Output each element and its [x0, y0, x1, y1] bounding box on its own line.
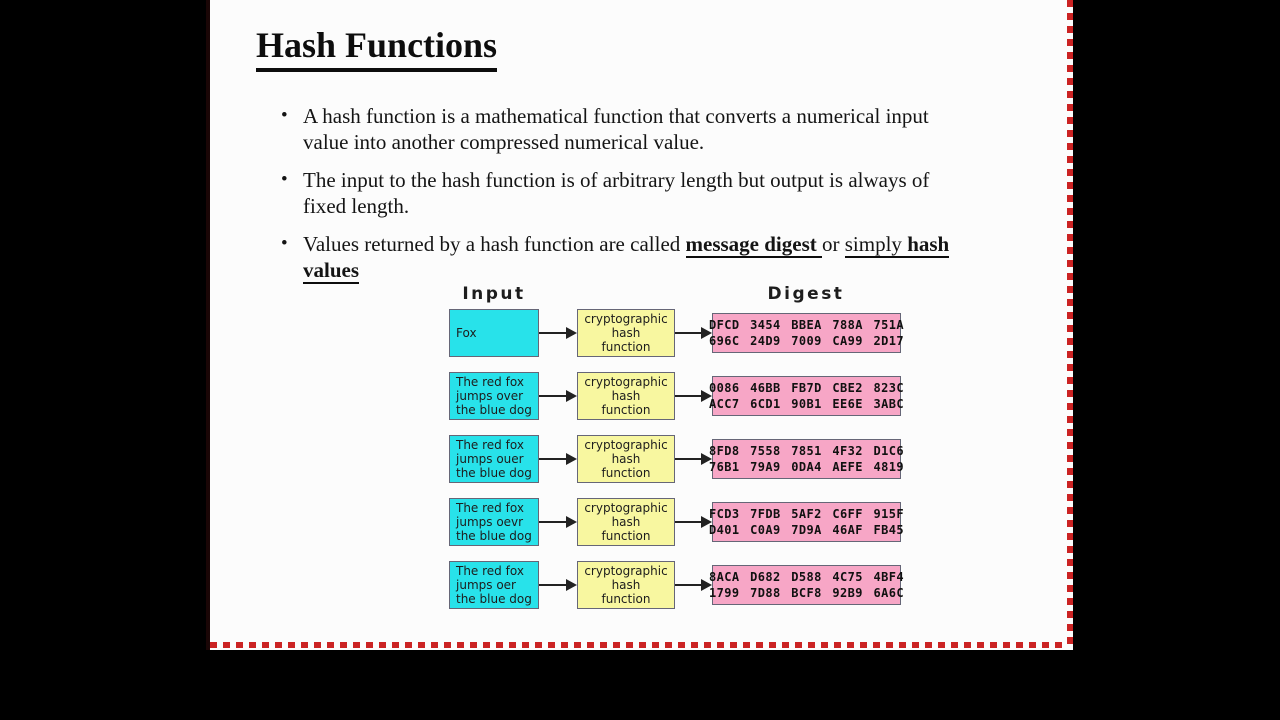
- digest-column-header: Digest: [767, 284, 845, 304]
- bullet-marker: •: [281, 233, 288, 254]
- bullet-text-line: The input to the hash function is of arb…: [303, 168, 930, 192]
- diagram-headers: Input Digest: [449, 284, 907, 309]
- hash-fn-line: hash: [611, 326, 641, 340]
- digest-hex-line: 8ACA D682 D588 4C75 4BF4: [709, 570, 904, 584]
- digest-hex-line: 8FD8 7558 7851 4F32 D1C6: [709, 444, 904, 458]
- hash-fn-line: function: [601, 529, 651, 543]
- diagram-row: The red fox jumps over the blue dog cryp…: [449, 372, 907, 420]
- input-text-line: the blue dog: [456, 592, 532, 606]
- digest-box: 0086 46BB FB7D CBE2 823C ACC7 6CD1 90B1 …: [709, 376, 904, 416]
- hash-fn-line: hash: [611, 452, 641, 466]
- arrow-right-icon: [675, 579, 712, 591]
- digest-hex-line: 1799 7D88 BCF8 92B9 6A6C: [709, 586, 904, 600]
- digest-hex-line: D401 C0A9 7D9A 46AF FB45: [709, 523, 904, 537]
- hash-diagram: Input Digest Fox cryptographic hash func…: [449, 284, 907, 614]
- input-box: Fox: [449, 309, 539, 357]
- arrow-right-icon: [539, 453, 577, 465]
- digest-hex-line: DFCD 3454 BBEA 788A 751A: [709, 318, 904, 332]
- arrow-right-icon: [675, 516, 712, 528]
- bullet-text-line: fixed length.: [303, 194, 410, 218]
- diagram-row: Fox cryptographic hash function DFCD 345…: [449, 309, 907, 357]
- hash-fn-line: function: [601, 403, 651, 417]
- input-box: The red fox jumps oer the blue dog: [449, 561, 539, 609]
- input-text-line: The red fox: [456, 375, 524, 389]
- bullet-item-2: • The input to the hash function is of a…: [281, 167, 1041, 219]
- digest-hex-line: ACC7 6CD1 90B1 EE6E 3ABC: [709, 397, 904, 411]
- hash-function-box: cryptographic hash function: [577, 561, 675, 609]
- digest-hex-line: 76B1 79A9 0DA4 AEFE 4819: [709, 460, 904, 474]
- arrow-right-icon: [539, 390, 577, 402]
- red-dashed-border-right: [1067, 0, 1073, 648]
- message-digest-emphasis: message digest: [685, 232, 822, 258]
- hash-emphasis: hash: [907, 232, 950, 258]
- bullet-marker: •: [281, 105, 288, 126]
- hash-function-box: cryptographic hash function: [577, 435, 675, 483]
- hash-function-box: cryptographic hash function: [577, 498, 675, 546]
- input-text-line: The red fox: [456, 438, 524, 452]
- arrow-right-icon: [539, 516, 577, 528]
- input-box: The red fox jumps over the blue dog: [449, 372, 539, 420]
- digest-hex-line: FCD3 7FDB 5AF2 C6FF 915F: [709, 507, 904, 521]
- bullet-item-3: • Values returned by a hash function are…: [281, 231, 1041, 284]
- hash-fn-line: cryptographic: [584, 501, 668, 515]
- bullet-text-line: value into another compressed numerical …: [303, 130, 705, 154]
- hash-fn-line: cryptographic: [584, 375, 668, 389]
- values-emphasis: values: [303, 258, 360, 284]
- digest-box: FCD3 7FDB 5AF2 C6FF 915F D401 C0A9 7D9A …: [709, 502, 904, 542]
- bullet-item-1: • A hash function is a mathematical func…: [281, 103, 1041, 155]
- digest-hex-line: 696C 24D9 7009 CA99 2D17: [709, 334, 904, 348]
- input-box: The red fox jumps oevr the blue dog: [449, 498, 539, 546]
- digest-box: DFCD 3454 BBEA 788A 751A 696C 24D9 7009 …: [709, 313, 904, 353]
- arrow-right-icon: [539, 579, 577, 591]
- input-text-line: Fox: [456, 326, 477, 340]
- digest-box: 8ACA D682 D588 4C75 4BF4 1799 7D88 BCF8 …: [709, 565, 904, 605]
- bullet-text-line: A hash function is a mathematical functi…: [303, 104, 929, 128]
- hash-fn-line: hash: [611, 389, 641, 403]
- input-text-line: The red fox: [456, 501, 524, 515]
- bullet-marker: •: [281, 169, 288, 190]
- hash-fn-line: cryptographic: [584, 564, 668, 578]
- diagram-row: The red fox jumps oer the blue dog crypt…: [449, 561, 907, 609]
- bullet-list: • A hash function is a mathematical func…: [281, 103, 1041, 295]
- diagram-row: The red fox jumps ouer the blue dog cryp…: [449, 435, 907, 483]
- hash-function-box: cryptographic hash function: [577, 372, 675, 420]
- hash-fn-line: function: [601, 466, 651, 480]
- page-title: Hash Functions: [256, 25, 498, 72]
- hash-fn-line: cryptographic: [584, 312, 668, 326]
- input-text-line: The red fox: [456, 564, 524, 578]
- input-text-line: the blue dog: [456, 466, 532, 480]
- input-text-line: jumps over: [456, 389, 524, 403]
- hash-fn-line: function: [601, 592, 651, 606]
- hash-fn-line: cryptographic: [584, 438, 668, 452]
- digest-hex-line: 0086 46BB FB7D CBE2 823C: [709, 381, 904, 395]
- arrow-right-icon: [675, 453, 712, 465]
- hash-fn-line: function: [601, 340, 651, 354]
- simply-underline: simply: [844, 232, 908, 258]
- diagram-row: The red fox jumps oevr the blue dog cryp…: [449, 498, 907, 546]
- red-dashed-border-bottom: [210, 642, 1069, 648]
- input-text-line: jumps ouer: [456, 452, 524, 466]
- bullet-text-segment: Values returned by a hash function are c…: [303, 232, 686, 256]
- slide: Hash Functions • A hash function is a ma…: [206, 0, 1073, 650]
- hash-fn-line: hash: [611, 578, 641, 592]
- input-text-line: jumps oer: [456, 578, 516, 592]
- digest-box: 8FD8 7558 7851 4F32 D1C6 76B1 79A9 0DA4 …: [709, 439, 904, 479]
- hash-fn-line: hash: [611, 515, 641, 529]
- input-column-header: Input: [462, 284, 526, 304]
- arrow-right-icon: [539, 327, 577, 339]
- hash-function-box: cryptographic hash function: [577, 309, 675, 357]
- arrow-right-icon: [675, 390, 712, 402]
- input-text-line: jumps oevr: [456, 515, 524, 529]
- arrow-right-icon: [675, 327, 712, 339]
- input-box: The red fox jumps ouer the blue dog: [449, 435, 539, 483]
- input-text-line: the blue dog: [456, 529, 532, 543]
- bullet-text-segment: or: [822, 232, 845, 256]
- input-text-line: the blue dog: [456, 403, 532, 417]
